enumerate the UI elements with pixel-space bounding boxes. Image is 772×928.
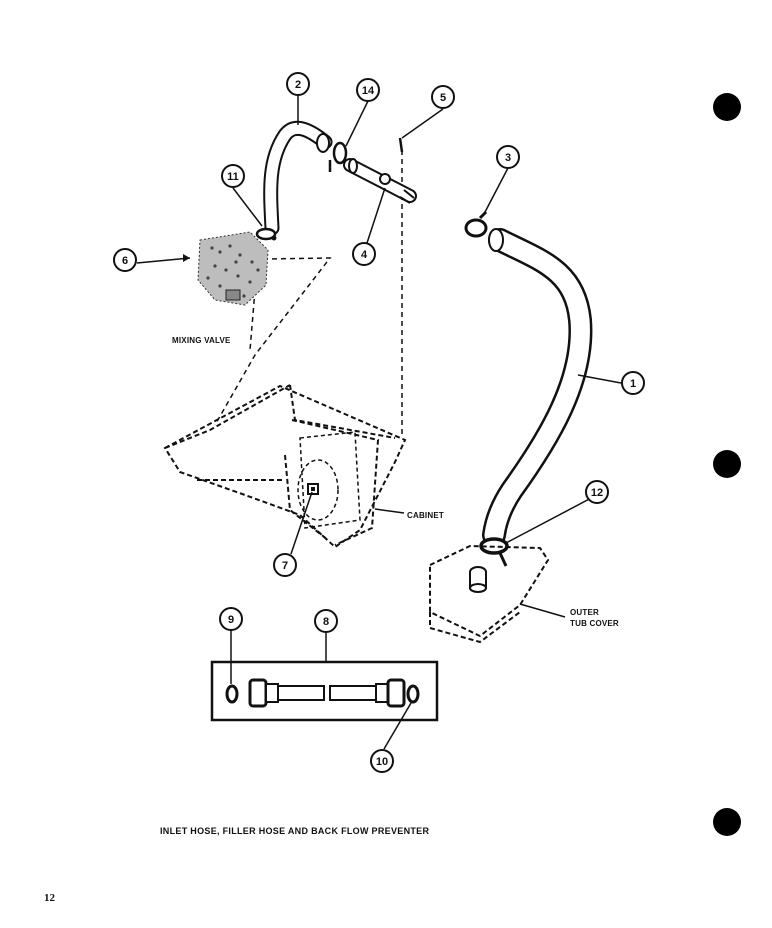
screw-5 bbox=[398, 137, 404, 153]
inlet-hose bbox=[225, 678, 420, 708]
hose-clamp-14 bbox=[328, 141, 348, 172]
page-number: 12 bbox=[44, 892, 55, 904]
svg-text:2: 2 bbox=[295, 79, 301, 91]
diagram-caption: INLET HOSE, FILLER HOSE AND BACK FLOW PR… bbox=[160, 826, 430, 836]
callout-3: 3 bbox=[496, 145, 520, 169]
callout-11: 11 bbox=[221, 164, 245, 188]
callout-14: 14 bbox=[356, 78, 380, 102]
binder-hole-top bbox=[713, 93, 741, 121]
outer-tub-cover bbox=[429, 544, 550, 644]
callout-9: 9 bbox=[219, 607, 243, 631]
hose-clamp-12 bbox=[479, 537, 509, 567]
callout-6: 6 bbox=[113, 248, 137, 272]
svg-text:4: 4 bbox=[361, 249, 368, 261]
svg-text:9: 9 bbox=[228, 614, 234, 626]
cabinet-label: CABINET bbox=[407, 511, 444, 520]
mixing-valve bbox=[197, 231, 269, 306]
callout-5: 5 bbox=[431, 85, 455, 109]
svg-text:5: 5 bbox=[440, 92, 446, 104]
cabinet-panel bbox=[297, 431, 361, 529]
svg-text:14: 14 bbox=[362, 85, 375, 97]
filler-hose bbox=[482, 228, 593, 547]
callout-7: 7 bbox=[273, 553, 297, 577]
svg-text:3: 3 bbox=[505, 152, 511, 164]
svg-text:7: 7 bbox=[282, 560, 288, 572]
callout-4: 4 bbox=[352, 242, 376, 266]
outer-tub-cover-label-line2: TUB COVER bbox=[570, 619, 619, 628]
binder-hole-middle bbox=[713, 450, 741, 478]
callout-10: 10 bbox=[370, 749, 394, 773]
mixing-valve-label: MIXING VALVE bbox=[172, 336, 231, 345]
hose-clamp-11 bbox=[255, 227, 277, 241]
svg-text:1: 1 bbox=[630, 378, 636, 390]
binder-hole-bottom bbox=[713, 808, 741, 836]
back-flow-preventer bbox=[343, 158, 417, 204]
svg-text:6: 6 bbox=[122, 255, 128, 267]
cabinet-outline bbox=[163, 384, 407, 549]
svg-text:11: 11 bbox=[227, 171, 239, 183]
outer-tub-cover-label-line1: OUTER bbox=[570, 608, 599, 617]
svg-text:10: 10 bbox=[376, 756, 388, 768]
back-flow-preventer-socket bbox=[307, 483, 319, 495]
callout-8: 8 bbox=[314, 609, 338, 633]
svg-text:8: 8 bbox=[323, 616, 329, 628]
arrowhead-6 bbox=[183, 254, 190, 262]
hose-clamp-3 bbox=[464, 210, 488, 238]
elbow-hose bbox=[263, 120, 333, 236]
callout-leaders bbox=[136, 95, 622, 750]
callout-1: 1 bbox=[621, 371, 645, 395]
callout-12: 12 bbox=[585, 480, 609, 504]
tub-cover-inlet bbox=[469, 566, 487, 593]
svg-text:12: 12 bbox=[591, 487, 603, 499]
callout-2: 2 bbox=[286, 72, 310, 96]
